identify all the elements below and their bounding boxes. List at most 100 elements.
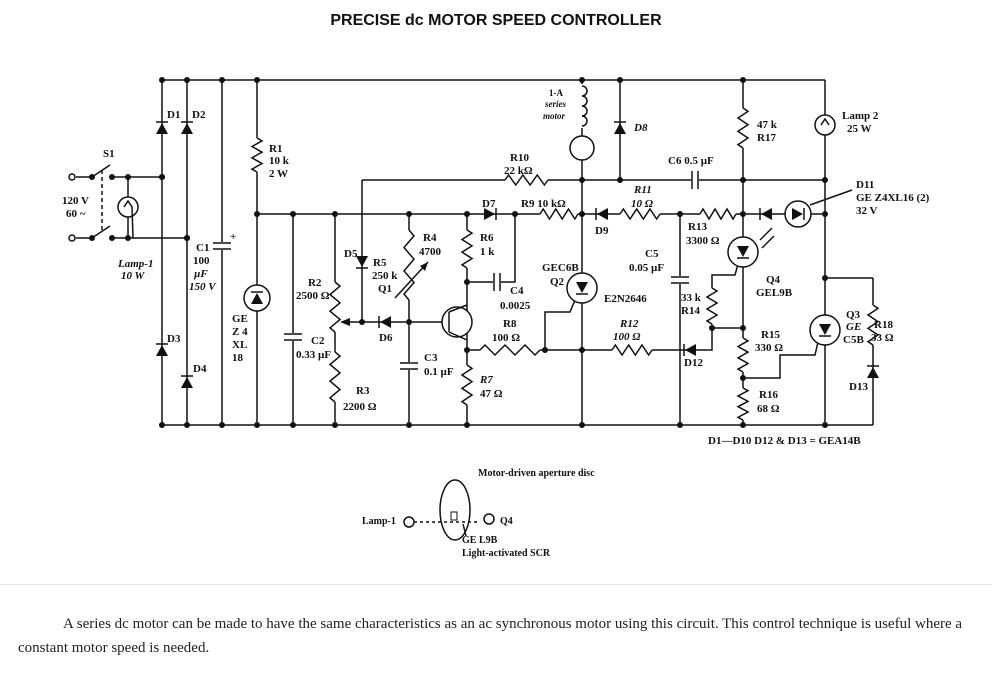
diode-d5 xyxy=(356,256,368,267)
r5-arrowhead xyxy=(420,262,428,271)
label-r8: R8 xyxy=(503,318,517,330)
resistor-r3 xyxy=(328,351,342,403)
junction-dot xyxy=(579,77,585,83)
label-r18: R18 xyxy=(874,319,893,331)
junction-dot xyxy=(740,211,746,217)
scr-q2 xyxy=(576,282,588,293)
label-r17-value: 47 k xyxy=(757,119,778,131)
junction-dot xyxy=(159,174,165,180)
zener-d11 xyxy=(792,208,803,220)
junction-dot xyxy=(464,279,470,285)
capacitor-c6-gap xyxy=(691,171,699,189)
label-r13: R13 xyxy=(688,221,707,233)
capacitor-c4-gap xyxy=(493,273,501,291)
label-r4: R4 xyxy=(423,232,437,244)
diode-d3 xyxy=(156,345,168,356)
resistor-r13 xyxy=(699,207,737,221)
junction-dot xyxy=(822,211,828,217)
divider xyxy=(0,584,992,585)
label-d11-voltage: 32 V xyxy=(856,205,878,217)
junction-dot xyxy=(579,211,585,217)
label-c4-value: 0.0025 xyxy=(500,300,531,312)
label-60hz: 60 ~ xyxy=(66,208,86,220)
label-q4: Q4 xyxy=(766,274,781,286)
label-c1-value: 100 xyxy=(193,255,210,267)
junction-dot xyxy=(184,422,190,428)
label-e2n2646: E2N2646 xyxy=(604,293,647,305)
lamp2-filament xyxy=(820,117,830,126)
resistor-r12 xyxy=(611,343,653,357)
junction-dot xyxy=(219,422,225,428)
junction-dot xyxy=(332,422,338,428)
diode-d2 xyxy=(181,123,193,134)
label-q2: Q2 xyxy=(550,276,565,288)
label-r16-value: 68 Ω xyxy=(757,403,780,415)
junction-dot xyxy=(740,375,746,381)
diode-d4 xyxy=(181,377,193,388)
junction-dot xyxy=(406,319,412,325)
motor-field-coil xyxy=(581,115,588,127)
label-d12: D12 xyxy=(684,357,703,369)
inset-leader xyxy=(462,523,467,537)
junction-dot xyxy=(709,325,715,331)
diode-d1 xyxy=(156,123,168,134)
label-d13: D13 xyxy=(849,381,868,393)
label-r5-value: 250 k xyxy=(372,270,398,282)
light-arrow xyxy=(761,235,775,249)
label-motor-1: 1-A xyxy=(549,88,563,98)
resistor-r18 xyxy=(866,304,880,346)
aperture-disc-icon xyxy=(439,479,471,541)
inset-title: Motor-driven aperture disc xyxy=(478,468,595,479)
junction-dot xyxy=(159,77,165,83)
junction-dot xyxy=(579,177,585,183)
component-labels: S1 120 V 60 ~ Lamp-1 10 W D1 D2 D3 D4 C1… xyxy=(62,88,930,447)
resistor-r16 xyxy=(736,387,750,421)
capacitor-c5-gap xyxy=(671,276,689,284)
junction-dot xyxy=(740,77,746,83)
label-d9: D9 xyxy=(595,225,609,237)
inset-q4-label: Q4 xyxy=(500,516,513,527)
diode-d7 xyxy=(484,208,495,220)
label-c1: C1 xyxy=(196,242,209,254)
resistor-r14 xyxy=(705,287,719,325)
label-c3: C3 xyxy=(424,352,438,364)
label-motor-2: series xyxy=(544,99,566,109)
label-r14-value: 33 k xyxy=(681,292,702,304)
junction-dot xyxy=(159,422,165,428)
lamp1-filament xyxy=(123,199,134,239)
label-r2: R2 xyxy=(308,277,322,289)
circuit-schematic: S1 120 V 60 ~ Lamp-1 10 W D1 D2 D3 D4 C1… xyxy=(62,77,930,559)
c4-wire xyxy=(470,214,516,283)
junction-dot xyxy=(254,422,260,428)
resistor-r9 xyxy=(539,207,579,221)
inset-part-label: GE L9B xyxy=(462,535,498,546)
resistor-r10 xyxy=(504,173,549,187)
junction-dot xyxy=(109,235,115,241)
label-zener-4: 18 xyxy=(232,352,244,364)
label-r9: R9 10 kΩ xyxy=(521,198,566,210)
resistor-r8 xyxy=(479,343,541,357)
junction-dot xyxy=(579,347,585,353)
capacitor-c2-gap xyxy=(284,333,302,341)
label-r7: R7 xyxy=(479,374,493,386)
label-zener-2: Z 4 xyxy=(232,326,248,338)
junction-dot xyxy=(677,211,683,217)
label-d3: D3 xyxy=(167,333,181,345)
junction-dot xyxy=(406,211,412,217)
label-c2: C2 xyxy=(311,335,325,347)
label-motor-3: motor xyxy=(543,111,566,121)
light-arrow xyxy=(759,227,773,241)
resistor-r6 xyxy=(460,229,474,269)
label-r13-value: 3300 Ω xyxy=(686,235,720,247)
junction-dot xyxy=(822,422,828,428)
label-c2-value: 0.33 µF xyxy=(296,349,331,361)
label-r10: R10 xyxy=(510,152,529,164)
label-r6-value: 1 k xyxy=(480,246,495,258)
label-r10-value: 22 kΩ xyxy=(504,165,533,177)
junction-dot xyxy=(184,235,190,241)
label-r11: R11 xyxy=(633,184,652,196)
label-d7: D7 xyxy=(482,198,496,210)
ujt-b1 xyxy=(448,331,468,341)
label-d8: D8 xyxy=(633,122,648,134)
q2-gate xyxy=(544,299,576,350)
